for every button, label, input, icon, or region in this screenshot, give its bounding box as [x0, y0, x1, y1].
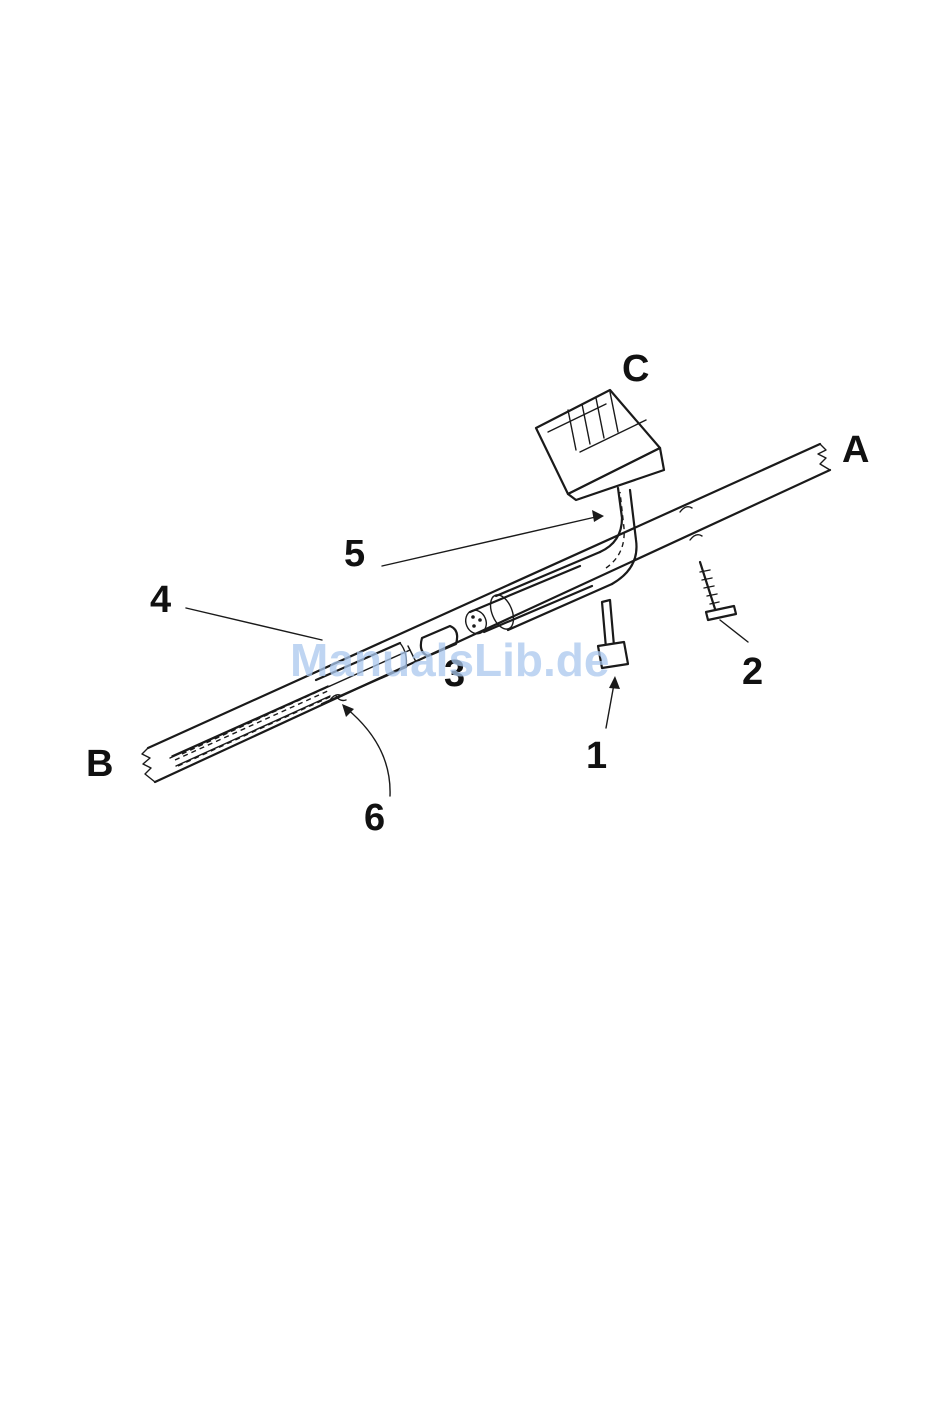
label-a: A	[842, 429, 869, 471]
label-4: 4	[150, 579, 171, 621]
connector-plug	[536, 390, 664, 500]
label-5: 5	[344, 533, 365, 575]
watermark-text: ManualsLib.de	[290, 634, 609, 686]
label-c: C	[622, 348, 649, 390]
label-6: 6	[364, 797, 385, 839]
label-1: 1	[586, 735, 607, 777]
label-2: 2	[742, 651, 763, 693]
label-b: B	[86, 743, 113, 785]
screw	[700, 562, 736, 620]
